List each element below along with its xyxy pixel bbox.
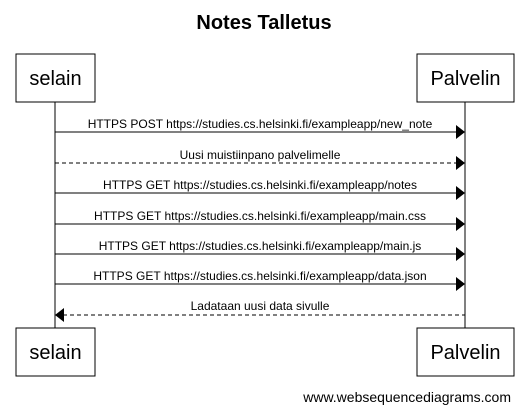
watermark-text: www.websequencediagrams.com: [302, 389, 511, 405]
message-3-arrowhead: [456, 186, 465, 200]
message-7: Ladataan uusi data sivulle: [55, 299, 465, 322]
message-4-label: HTTPS GET https://studies.cs.helsinki.fi…: [94, 209, 426, 223]
message-1-arrowhead: [456, 125, 465, 139]
participant-palvelin-bottom-label: Palvelin: [430, 342, 500, 364]
participant-selain-bottom: selain: [15, 327, 96, 377]
message-5: HTTPS GET https://studies.cs.helsinki.fi…: [55, 239, 465, 261]
message-6-arrowhead: [456, 277, 465, 291]
participant-selain-top-label: selain: [29, 68, 81, 90]
participant-palvelin-top-label: Palvelin: [430, 68, 500, 90]
participant-selain-bottom-label: selain: [29, 342, 81, 364]
message-6-label: HTTPS GET https://studies.cs.helsinki.fi…: [93, 269, 426, 283]
message-2-label: Uusi muistiinpano palvelimelle: [180, 148, 341, 162]
message-4-arrowhead: [456, 217, 465, 231]
participant-selain-top: selain: [15, 53, 96, 103]
message-2-arrowhead: [456, 156, 465, 170]
message-3-label: HTTPS GET https://studies.cs.helsinki.fi…: [103, 178, 417, 192]
message-2: Uusi muistiinpano palvelimelle: [55, 148, 465, 170]
message-1-label: HTTPS POST https://studies.cs.helsinki.f…: [88, 117, 433, 131]
message-4: HTTPS GET https://studies.cs.helsinki.fi…: [55, 209, 465, 231]
message-7-label: Ladataan uusi data sivulle: [191, 299, 330, 313]
message-6: HTTPS GET https://studies.cs.helsinki.fi…: [55, 269, 465, 291]
message-3: HTTPS GET https://studies.cs.helsinki.fi…: [55, 178, 465, 200]
participant-palvelin-top: Palvelin: [416, 53, 515, 103]
participant-palvelin-bottom: Palvelin: [416, 327, 515, 377]
message-5-label: HTTPS GET https://studies.cs.helsinki.fi…: [99, 239, 422, 253]
diagram-title: Notes Talletus: [196, 12, 331, 34]
message-1: HTTPS POST https://studies.cs.helsinki.f…: [55, 117, 465, 139]
message-7-arrowhead: [55, 308, 64, 322]
message-5-arrowhead: [456, 247, 465, 261]
